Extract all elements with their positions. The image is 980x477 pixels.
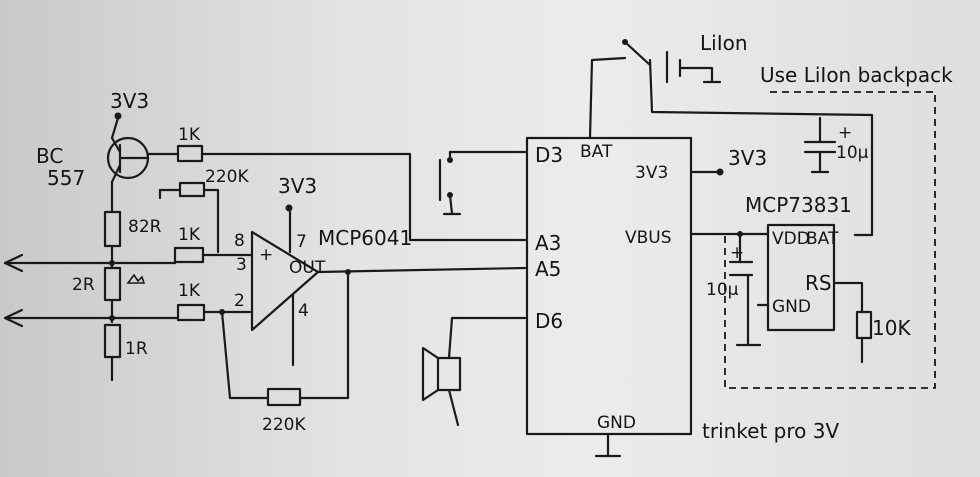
label-220k-top: 220K: [205, 167, 249, 187]
label-mcp6041: MCP6041: [318, 226, 412, 250]
label-ext-3v3: 3V3: [728, 146, 767, 170]
label-3v3-top: 3V3: [110, 89, 149, 113]
pin-a5: A5: [535, 257, 561, 281]
label-chg-gnd: GND: [772, 297, 811, 317]
resistor-1k-top: [146, 144, 412, 242]
label-pin8: 8: [234, 231, 245, 251]
label-rs: RS: [805, 271, 832, 295]
pin-a3: A3: [535, 231, 561, 255]
scribble-mark: [126, 273, 146, 284]
resistor-220k-bottom: [266, 271, 350, 407]
label-2r: 2R: [72, 275, 95, 295]
ext-3v3-node: [689, 168, 724, 176]
label-cap10-plus: +: [730, 243, 744, 263]
label-chg-bat: BAT: [806, 229, 839, 249]
capacitor-10u: [728, 232, 762, 347]
pin-gnd: GND: [597, 413, 636, 433]
capacitor-top: [803, 116, 837, 174]
speaker-icon: [421, 316, 527, 427]
resistor-1k-minus: [110, 303, 270, 400]
pin-d3: D3: [535, 143, 563, 167]
label-opamp-out: OUT: [289, 258, 326, 278]
label-pin4: 4: [298, 301, 309, 321]
resistor-220k-top: [158, 181, 220, 254]
label-pin2: 2: [234, 291, 245, 311]
resistor-82r: [103, 210, 122, 270]
label-1k-plus: 1K: [178, 225, 201, 245]
label-1k-minus: 1K: [178, 281, 201, 301]
label-82r: 82R: [128, 217, 162, 237]
input-arrow-top: [3, 253, 112, 273]
label-pin3: 3: [236, 255, 247, 275]
label-vdd: VDD: [772, 229, 810, 249]
pin-bat: BAT: [580, 142, 613, 162]
input-arrow-bottom: [3, 308, 112, 328]
charger-mcp73831: [689, 223, 873, 364]
push-button: [438, 150, 527, 216]
label-opamp-3v3: 3V3: [278, 174, 317, 198]
trinket-pro-board: [525, 136, 693, 458]
label-1k-top: 1K: [178, 125, 201, 145]
label-10k: 10K: [872, 316, 911, 340]
resistor-1r: [103, 323, 122, 382]
label-mcp73831: MCP73831: [745, 193, 852, 217]
label-backpack: Use LiIon backpack: [760, 63, 953, 87]
liion-switch: [588, 39, 874, 237]
label-trinket: trinket pro 3V: [702, 419, 839, 443]
label-liion: LiIon: [700, 31, 748, 55]
label-1r: 1R: [125, 339, 148, 359]
label-plus: +: [259, 245, 273, 265]
pin-vbus: VBUS: [625, 228, 672, 248]
pin-d6: D6: [535, 309, 563, 333]
opamp-mcp6041: [250, 204, 527, 367]
label-220k-bottom: 220K: [262, 415, 306, 435]
label-cap-10u: 10µ: [706, 280, 739, 300]
label-bc: BC: [36, 144, 63, 168]
resistor-1k-plus: [110, 246, 252, 265]
label-pin7: 7: [296, 232, 307, 252]
label-cap-plus: +: [838, 123, 852, 143]
label-cap-top: 10µ: [836, 143, 869, 163]
backpack-outline: [724, 91, 936, 389]
pin-3v3: 3V3: [635, 163, 668, 183]
transistor-bc557: [106, 112, 150, 214]
label-557: 557: [47, 166, 85, 190]
battery-liion-icon: [665, 50, 722, 84]
resistor-2r: [103, 260, 122, 324]
